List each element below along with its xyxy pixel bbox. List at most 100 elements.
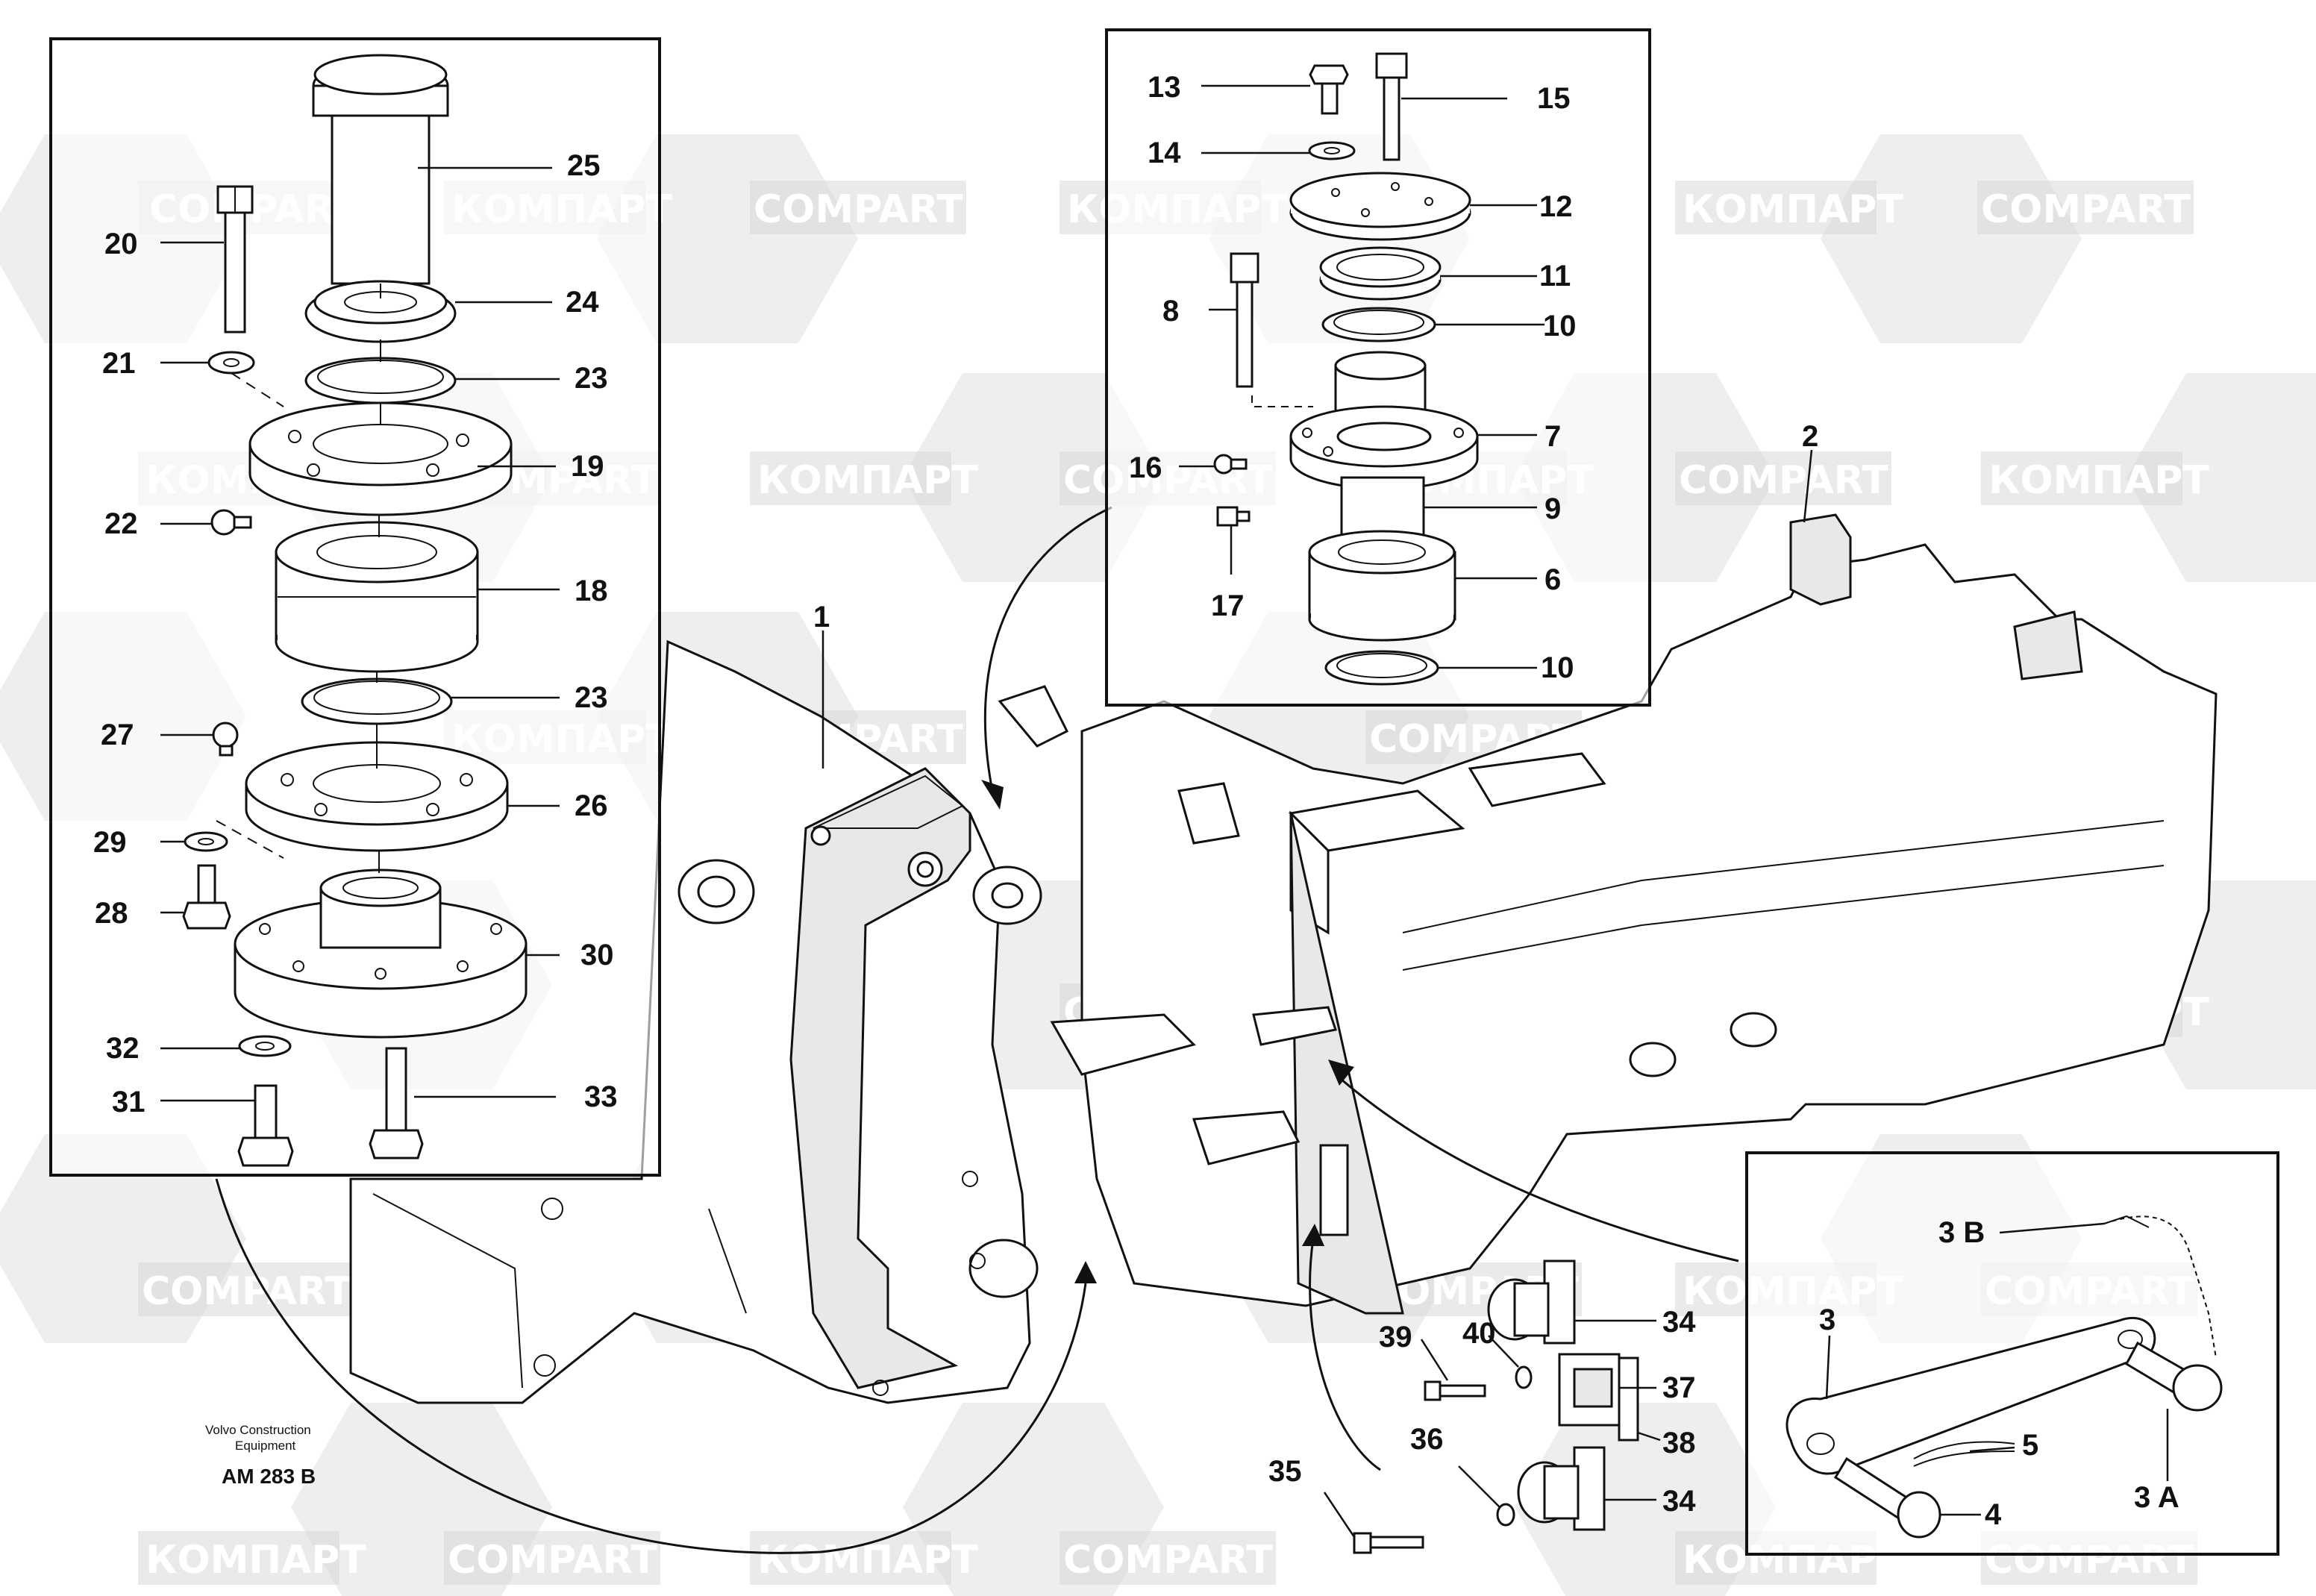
bolt-head <box>369 1129 424 1160</box>
watermark-text: КОМПАРТ <box>1988 458 2209 503</box>
bearing-top <box>275 521 479 583</box>
pin-body <box>331 110 431 285</box>
ring-inner <box>1336 254 1424 281</box>
rear-frame-post <box>2013 610 2083 680</box>
leader-line <box>1420 1339 1449 1381</box>
hub-bolt-hole <box>457 960 469 972</box>
watermark-text: COMPART <box>142 1269 351 1314</box>
bolt-head <box>1230 252 1259 284</box>
part-label-4: 4 <box>1985 1498 2002 1531</box>
bolt-33 <box>369 1047 424 1160</box>
leader-line <box>1999 1222 2105 1234</box>
plate-12 <box>1289 172 1471 241</box>
bracket-plate <box>1618 1356 1639 1442</box>
part-label-10b: 10 <box>1541 651 1574 684</box>
washer-outer <box>1515 1365 1533 1389</box>
bolt-shank <box>197 864 216 904</box>
part-label-27: 27 <box>101 719 134 751</box>
leader-lines-switch <box>1323 1319 1661 1538</box>
bolt-head <box>182 901 231 930</box>
watermark-text: COMPART <box>754 187 963 232</box>
rear-frame-body <box>1080 543 2218 1307</box>
bolt-shank <box>1369 1536 1424 1549</box>
seal-outer <box>301 677 453 725</box>
part-label-15: 15 <box>1537 82 1571 115</box>
part-label-12: 12 <box>1539 190 1573 223</box>
flange-bolt-hole <box>460 773 473 786</box>
part-label-14: 14 <box>1148 137 1181 169</box>
arrow-head <box>981 780 1004 810</box>
frame-bolt-hole <box>533 1354 556 1377</box>
watermark-text: КОМПАРТ <box>757 1538 978 1583</box>
plug-17 <box>1216 506 1251 527</box>
connector-block <box>1319 1144 1349 1236</box>
part-label-21: 21 <box>102 347 136 380</box>
pin-upper-top <box>1334 351 1427 381</box>
bracket-38 <box>1618 1356 1639 1442</box>
bolt-15 <box>1375 52 1408 161</box>
seal-inner <box>1333 310 1424 335</box>
link-3 <box>1785 1316 2156 1475</box>
arrow-head <box>1074 1261 1097 1283</box>
pin-head <box>2172 1364 2223 1412</box>
washer-inner <box>255 1042 275 1051</box>
part-label-25: 25 <box>567 149 601 182</box>
part-label-26: 26 <box>575 789 608 822</box>
dashed-guide <box>1251 395 1313 407</box>
chain <box>2103 1215 2217 1359</box>
arrow-head <box>1302 1224 1324 1246</box>
part-labels: 1 2 3 3 A 3 B 4 5 6 7 8 9 10 10 11 12 13… <box>93 71 2179 1531</box>
bearing-side-fill <box>1311 589 1453 619</box>
seal-outer <box>1324 650 1439 686</box>
washer-14 <box>1308 141 1356 160</box>
rear-frame-lug <box>1629 1042 1677 1077</box>
pin-head <box>1897 1491 1941 1539</box>
left-inset-panel <box>49 37 661 1177</box>
part-label-29: 29 <box>93 826 127 859</box>
bearing-bore <box>1338 539 1426 565</box>
hub-bolt-hole <box>259 923 271 935</box>
frame-bolt-hole <box>962 1171 978 1187</box>
rear-frame-pillar <box>1289 813 1404 1315</box>
watermark-text: КОМПАРТ <box>145 1538 366 1583</box>
rear-frame-rail <box>1402 865 2165 971</box>
part-label-6: 6 <box>1544 563 1561 596</box>
arrow-top-to-frame <box>983 506 1112 792</box>
part-label-3: 3 <box>1819 1304 1835 1336</box>
seal-outer <box>304 357 457 404</box>
part-label-16: 16 <box>1129 451 1162 484</box>
link-hole <box>1806 1433 1835 1455</box>
front-frame-plate-top <box>813 774 964 829</box>
washer-outer <box>1496 1503 1515 1527</box>
bolt-39 <box>1424 1380 1486 1401</box>
bolt-head <box>237 1136 294 1167</box>
dashed-guide <box>216 820 284 859</box>
bearing-bore <box>316 535 437 569</box>
part-label-20: 20 <box>104 228 138 260</box>
frame-bolt-hole <box>872 1380 889 1396</box>
frame-lug-hole <box>991 882 1024 909</box>
frame-hole-inner <box>916 860 934 878</box>
part-label-3b: 3 B <box>1938 1216 1985 1249</box>
link-body <box>1785 1316 2156 1475</box>
hub-bolt-hole <box>375 968 386 980</box>
part-label-5: 5 <box>2022 1429 2038 1462</box>
seal-inner <box>1336 653 1427 678</box>
arrow-switch-to-frame <box>1309 1238 1381 1471</box>
hub-boss-top <box>319 869 442 907</box>
part-label-24: 24 <box>566 286 599 319</box>
part-label-28: 28 <box>95 897 128 930</box>
washer-40 <box>1515 1365 1533 1389</box>
plug-16 <box>1213 454 1248 475</box>
flange-hole <box>1453 428 1464 438</box>
bolt-head <box>1309 64 1349 85</box>
ring-top <box>1319 246 1442 288</box>
washer-29 <box>184 831 228 852</box>
washer-inner <box>1324 147 1340 154</box>
chain-3b <box>2103 1215 2217 1359</box>
bolt-28 <box>182 864 231 930</box>
rear-frame-assembly <box>998 513 2218 1315</box>
part-label-17: 17 <box>1211 589 1245 622</box>
plug-shank <box>1230 458 1248 470</box>
